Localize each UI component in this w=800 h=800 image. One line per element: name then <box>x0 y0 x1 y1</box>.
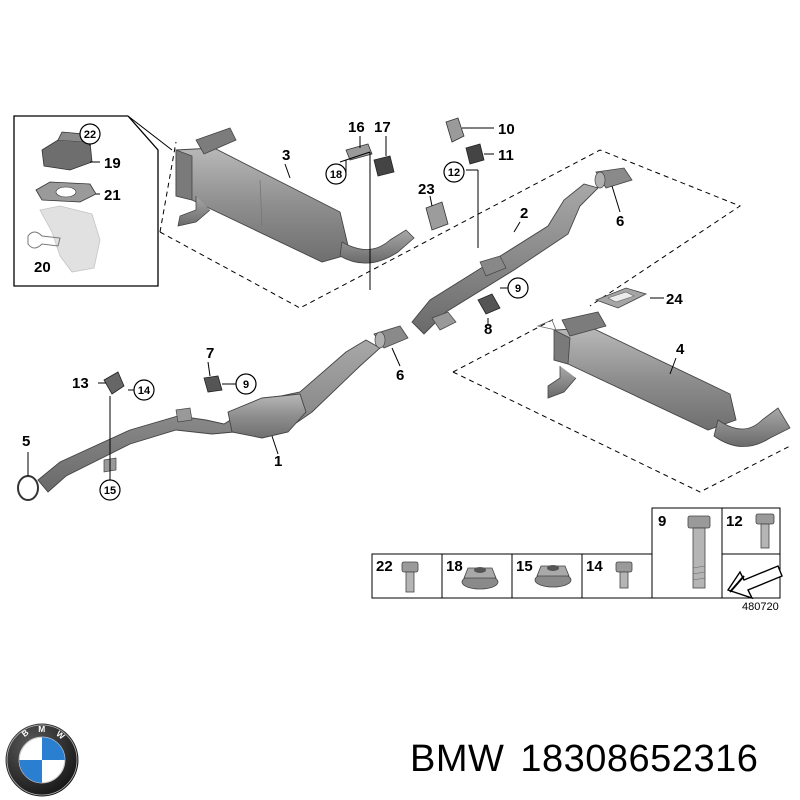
callout-17: 17 <box>374 119 391 136</box>
callout-1: 1 <box>274 453 282 470</box>
fastener-table: 22 18 15 14 9 12 <box>371 507 783 613</box>
bolt-22-icon <box>401 561 419 593</box>
center-pipe-part-2 <box>411 183 599 335</box>
rubber-mount-part-17 <box>373 155 395 177</box>
svg-text:M: M <box>38 724 45 734</box>
callout-circle-9-right: 9 <box>507 277 529 299</box>
rubber-mount-part-7 <box>203 375 223 393</box>
callout-13: 13 <box>72 375 89 392</box>
callout-3: 3 <box>282 147 290 164</box>
callout-4: 4 <box>676 341 685 358</box>
callout-21: 21 <box>104 187 121 204</box>
brand-name: BMW <box>410 738 505 780</box>
svg-text:22: 22 <box>84 129 96 141</box>
table-cell-22: 22 <box>376 558 393 575</box>
callout-8: 8 <box>484 321 492 338</box>
svg-text:15: 15 <box>104 485 116 497</box>
heat-shield-part-24 <box>594 287 648 309</box>
svg-text:18: 18 <box>330 169 342 181</box>
callout-19: 19 <box>104 155 121 172</box>
sleeve-part-23 <box>425 201 449 231</box>
table-cell-14: 14 <box>586 558 603 575</box>
flap-housing-part-20 <box>27 205 101 273</box>
clamp-part-6-lower <box>373 325 409 349</box>
bracket-part-13 <box>103 371 125 395</box>
gasket-part-21 <box>35 181 97 203</box>
part-caption: BMW 18308652316 <box>410 738 774 781</box>
inset-frame <box>13 115 173 287</box>
right-muffler-region-outline <box>452 317 791 493</box>
callout-5: 5 <box>22 433 30 450</box>
callout-6-upper: 6 <box>616 213 624 230</box>
bolt-12-icon <box>755 513 775 549</box>
bmw-logo: B M W <box>5 723 79 797</box>
callout-24: 24 <box>666 291 683 308</box>
callout-23: 23 <box>418 181 435 198</box>
callout-circle-12: 12 <box>443 161 465 183</box>
bolt-9-icon <box>687 515 711 589</box>
callout-circle-9-left: 9 <box>235 373 257 395</box>
nut-18-icon <box>461 567 499 590</box>
gasket-ring-part-5 <box>17 475 39 501</box>
rear-muffler-region-outline <box>159 141 742 309</box>
leader-lines <box>27 127 677 480</box>
table-cell-9: 9 <box>658 513 666 530</box>
callout-6-lower: 6 <box>396 367 404 384</box>
callout-2: 2 <box>520 205 528 222</box>
rear-silencer-part-3 <box>175 127 415 264</box>
callout-circle-18: 18 <box>325 163 347 185</box>
direction-arrow-icon <box>726 565 783 600</box>
callout-circle-15: 15 <box>99 479 121 501</box>
rear-silencer-part-4 <box>536 311 791 447</box>
svg-text:B: B <box>20 727 31 739</box>
clamp-part-6-upper <box>594 167 633 189</box>
callout-11: 11 <box>498 147 514 164</box>
table-cell-15: 15 <box>516 558 533 575</box>
callout-circle-22: 22 <box>79 123 101 145</box>
rubber-mount-part-11 <box>465 143 485 165</box>
callout-circle-14: 14 <box>133 379 155 401</box>
callout-16: 16 <box>348 119 365 136</box>
bolt-14-icon <box>615 561 633 589</box>
front-pipe-part-1 <box>37 339 381 493</box>
callout-20: 20 <box>34 259 51 276</box>
svg-text:9: 9 <box>243 379 249 391</box>
callout-10: 10 <box>498 121 515 138</box>
nut-15-icon <box>534 565 572 588</box>
bracket-part-16 <box>345 143 373 161</box>
bracket-part-10 <box>445 117 465 143</box>
svg-text:14: 14 <box>138 385 151 397</box>
table-cell-18: 18 <box>446 558 463 575</box>
svg-text:9: 9 <box>515 283 521 295</box>
rubber-mount-part-8 <box>477 293 501 315</box>
svg-text:12: 12 <box>448 167 460 179</box>
callout-7: 7 <box>206 345 214 362</box>
part-number: 18308652316 <box>520 738 759 780</box>
table-cell-12: 12 <box>726 513 743 530</box>
diagram-reference-number: 480720 <box>742 601 779 613</box>
